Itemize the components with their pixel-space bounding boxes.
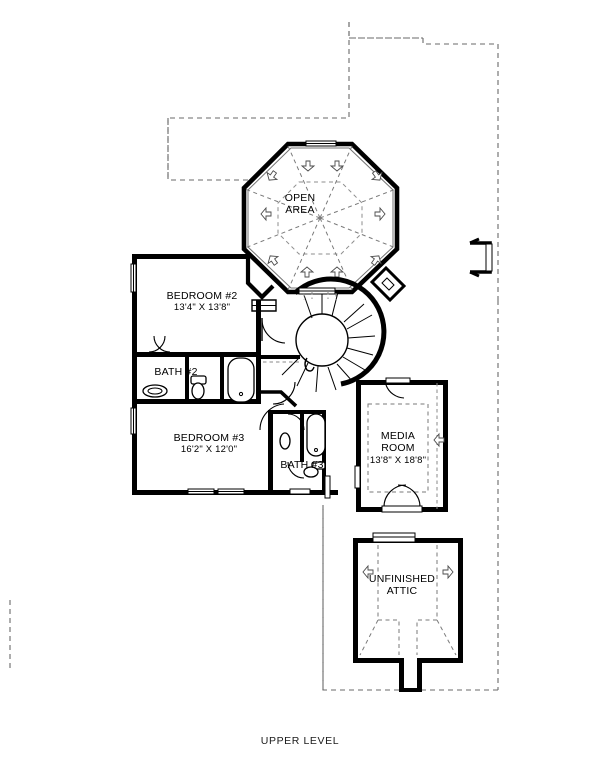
octagon-ceiling-lines — [244, 145, 397, 291]
window-octagon-top — [305, 140, 337, 147]
right-edge-bracket — [469, 237, 493, 278]
open-area-octagon — [241, 140, 407, 303]
bath-2-walls — [132, 335, 261, 404]
bedroom-2-walls — [130, 254, 286, 357]
window-bath3-bottom — [289, 488, 311, 495]
attic-access — [372, 532, 416, 543]
octagon-corner-bay — [369, 265, 407, 303]
door-media-top — [385, 377, 411, 399]
window-bedroom2-left — [130, 263, 137, 293]
fixture-tub-bath3 — [306, 413, 326, 457]
lower-level-footprint-outline — [9, 22, 499, 691]
window-media-left — [354, 465, 361, 489]
ceiling-slope-arrows — [260, 160, 386, 278]
hall-upper — [256, 355, 300, 408]
bath-3-walls — [268, 410, 338, 499]
unfinished-attic-walls — [353, 532, 463, 692]
double-doors-media-bottom — [381, 484, 423, 513]
fixture-sink-bath3 — [279, 432, 291, 450]
sheet-title: UPPER LEVEL — [260, 735, 340, 747]
attic-ceiling-lines — [359, 545, 457, 656]
window-bath3-right — [324, 475, 331, 499]
fixture-toilet-bath2 — [190, 375, 207, 400]
spiral-staircase — [281, 276, 387, 393]
fixture-toilet-bath3 — [303, 461, 326, 478]
window-bedroom3-left — [130, 407, 137, 435]
fixture-sink-bath2 — [142, 384, 168, 398]
window-bedroom3-bottom-a — [187, 488, 215, 495]
media-room-walls — [354, 377, 448, 513]
bedroom-3-walls — [130, 399, 285, 495]
fixture-tub-bath2 — [227, 357, 255, 403]
stair-landing-top — [298, 287, 336, 295]
window-bedroom3-bottom-b — [217, 488, 245, 495]
